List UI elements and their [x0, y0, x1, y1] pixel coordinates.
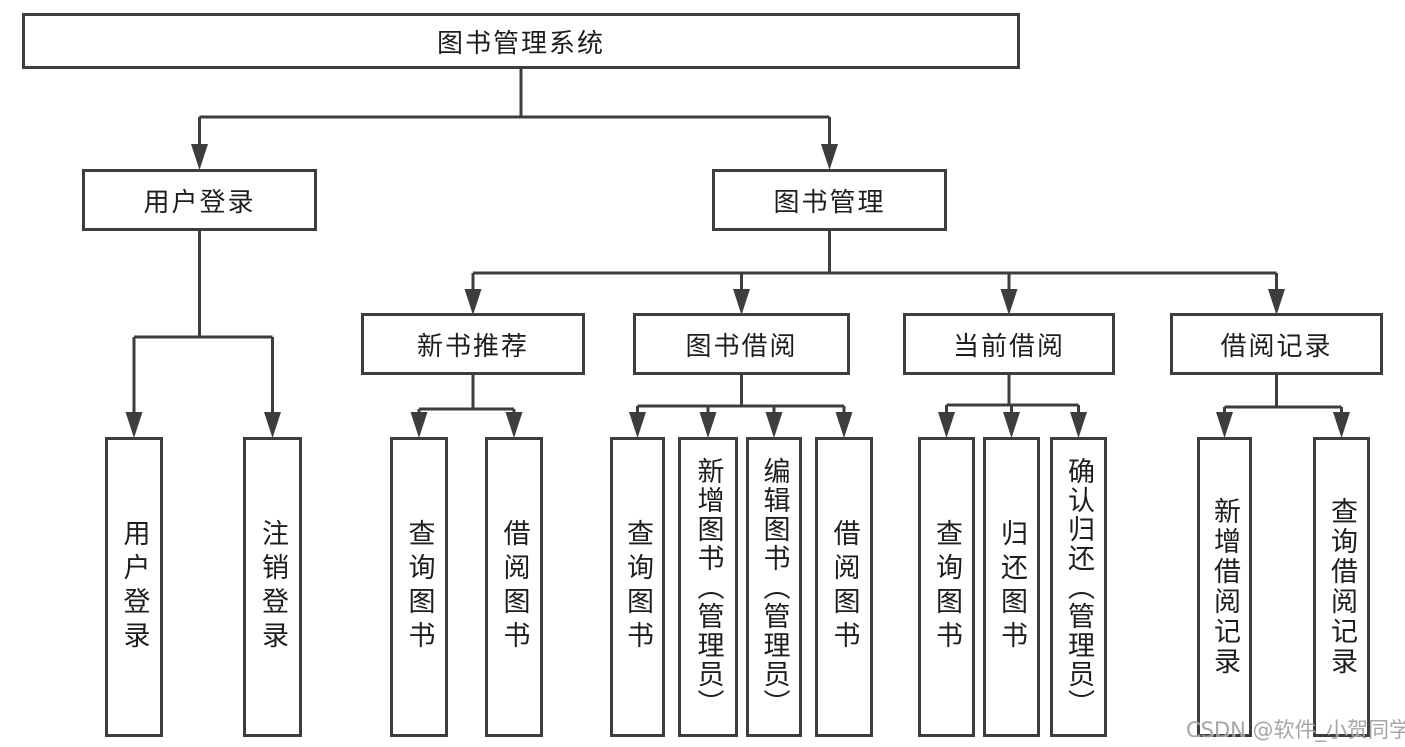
- node-book-borrow-label: 图书借阅: [685, 331, 798, 362]
- leaf-add-borrow-record: 新增借阅记录: [1197, 437, 1252, 737]
- node-root: 图书管理系统: [22, 13, 1020, 69]
- leaf-query-borrow-record: 查询借阅记录: [1313, 437, 1370, 737]
- node-borrow-records-label: 借阅记录: [1220, 331, 1333, 362]
- node-borrow-records: 借阅记录: [1170, 313, 1383, 375]
- node-new-book-recommend: 新书推荐: [361, 313, 585, 375]
- node-book-management-label: 图书管理: [773, 187, 886, 218]
- leaf-borrow-books-recommend: 借阅图书: [485, 437, 543, 737]
- leaf-query-books-borrow-label: 查询图书: [622, 519, 653, 655]
- leaf-borrow-books-recommend-label: 借阅图书: [498, 519, 530, 655]
- leaf-return-books: 归还图书: [983, 437, 1040, 737]
- node-book-management: 图书管理: [712, 169, 947, 231]
- leaf-borrow-books-borrow: 借阅图书: [815, 437, 873, 737]
- node-user-login: 用户登录: [82, 169, 317, 231]
- leaf-logout: 注销登录: [243, 437, 302, 737]
- leaf-user-login: 用户登录: [105, 437, 163, 737]
- node-current-borrow: 当前借阅: [903, 313, 1115, 375]
- leaf-confirm-return-admin-label: 确认归还（管理员）: [1063, 456, 1094, 718]
- leaf-logout-label: 注销登录: [257, 519, 288, 655]
- leaf-add-borrow-record-label: 新增借阅记录: [1209, 497, 1240, 677]
- leaf-user-login-label: 用户登录: [118, 519, 150, 655]
- leaf-add-books-admin: 新增图书（管理员）: [678, 437, 738, 737]
- leaf-edit-books-admin-label: 编辑图书（管理员）: [758, 456, 790, 718]
- leaf-query-borrow-record-label: 查询借阅记录: [1326, 497, 1357, 677]
- leaf-edit-books-admin: 编辑图书（管理员）: [746, 437, 802, 737]
- leaf-query-books-borrow: 查询图书: [610, 437, 665, 737]
- node-new-book-recommend-label: 新书推荐: [416, 331, 529, 362]
- leaf-query-books-current: 查询图书: [918, 437, 975, 737]
- watermark: CSDN @软件_小贺同学: [1186, 718, 1405, 742]
- leaf-query-books-current-label: 查询图书: [931, 519, 962, 655]
- leaf-borrow-books-borrow-label: 借阅图书: [828, 519, 860, 655]
- leaf-query-books-recommend: 查询图书: [390, 437, 448, 737]
- node-book-borrow: 图书借阅: [633, 313, 850, 375]
- leaf-add-books-admin-label: 新增图书（管理员）: [692, 456, 724, 718]
- leaf-confirm-return-admin: 确认归还（管理员）: [1050, 437, 1107, 737]
- leaf-query-books-recommend-label: 查询图书: [403, 519, 435, 655]
- leaf-return-books-label: 归还图书: [996, 519, 1027, 655]
- node-user-login-label: 用户登录: [143, 187, 256, 218]
- node-root-label: 图书管理系统: [436, 28, 605, 59]
- node-current-borrow-label: 当前借阅: [952, 331, 1065, 362]
